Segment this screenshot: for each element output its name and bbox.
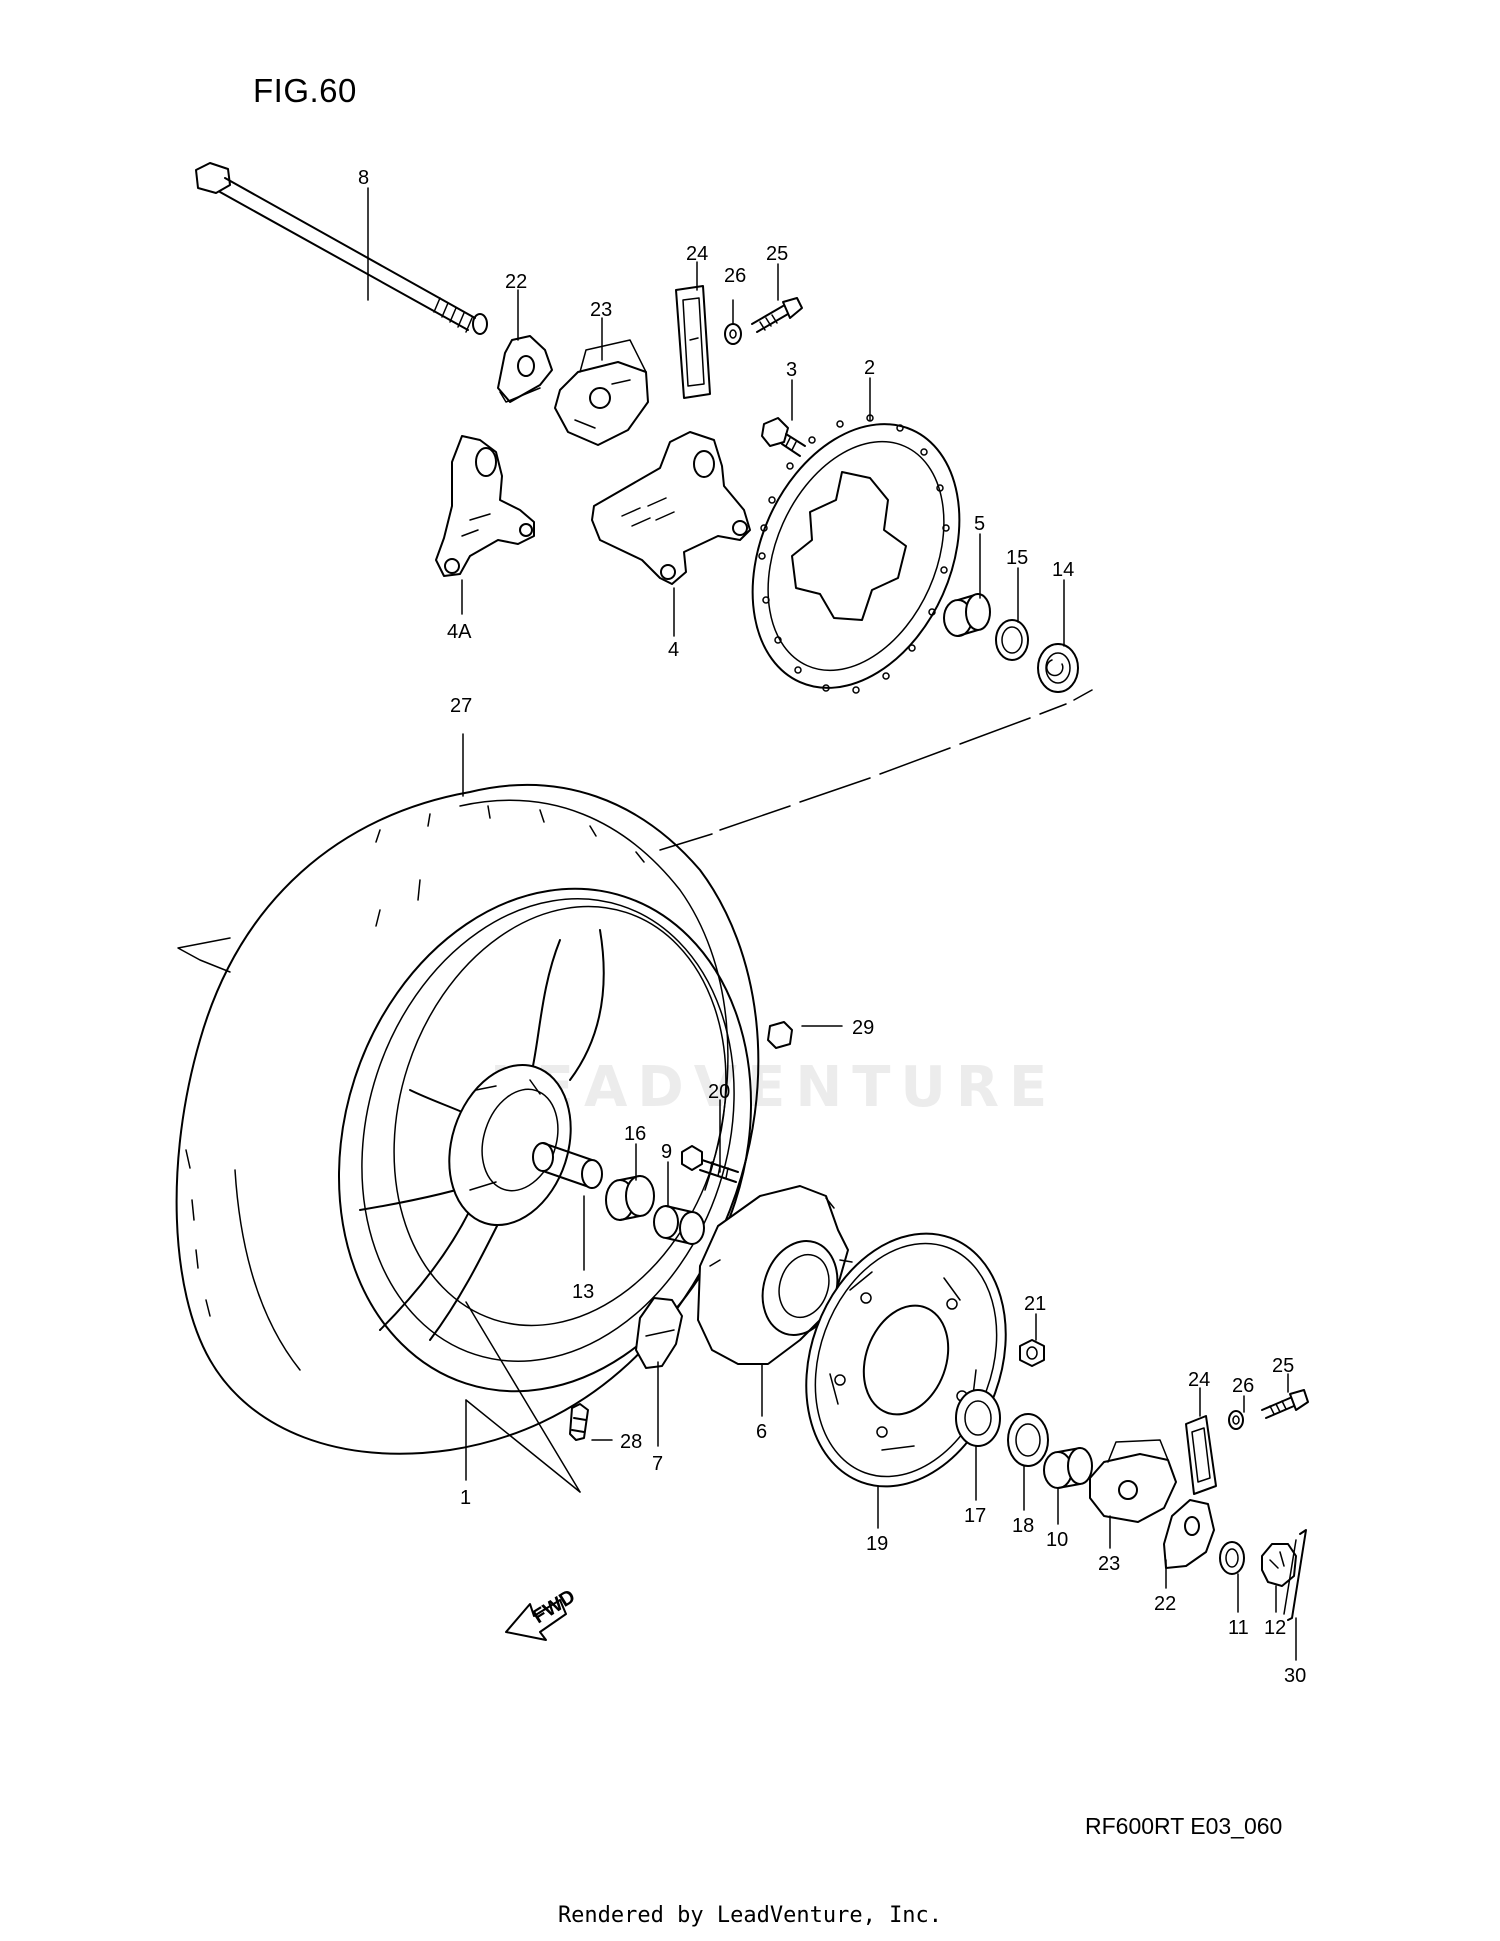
callout-9: 9 [661,1141,672,1163]
callout-20: 20 [708,1081,730,1103]
callout-26-top: 26 [724,265,746,287]
oil-seal-15[interactable] [995,619,1029,661]
caliper-bracket-4a[interactable] [435,435,535,577]
cush-damper-7[interactable] [635,1297,683,1369]
rear-tire[interactable] [175,783,760,1455]
callout-16: 16 [624,1123,646,1145]
figure-title: FIG.60 [253,72,357,109]
rear-wheel-rim[interactable] [276,835,815,1446]
bearing-16[interactable] [605,1175,655,1221]
oil-seal-18[interactable] [1007,1413,1049,1467]
callout-22-top: 22 [505,271,527,293]
diagram-code: RF600RT E03_060 [1085,1813,1283,1839]
chain-adjuster-bottom[interactable] [1089,1439,1177,1523]
tire-valve-28[interactable] [569,1403,589,1441]
sprocket-nut-21[interactable] [1019,1339,1045,1367]
axle-part[interactable] [195,162,488,335]
callout-24-bottom: 24 [1188,1369,1210,1391]
chain-adjuster-plate-bottom[interactable] [1163,1499,1215,1569]
forward-direction-arrow [505,1599,567,1641]
valve-cap-29[interactable] [767,1021,793,1049]
axle-spacer-13[interactable] [532,1142,603,1189]
callout-3: 3 [786,359,797,381]
washer-11[interactable] [1219,1541,1245,1575]
washer-bottom[interactable] [1228,1410,1244,1430]
callout-5: 5 [974,513,985,535]
callout-27: 27 [450,695,472,717]
callout-15: 15 [1006,547,1028,569]
cotter-pin-30[interactable] [1283,1529,1307,1621]
adjuster-cotter-top[interactable] [675,285,711,399]
callout-22-bottom: 22 [1154,1593,1176,1615]
callout-26-bottom: 26 [1232,1375,1254,1397]
watermark: LEADVENTURE [490,1055,1058,1120]
callout-24-top: 24 [686,243,708,265]
callout-25-bottom: 25 [1272,1355,1294,1377]
callout-17: 17 [964,1505,986,1527]
adjuster-cotter-bottom[interactable] [1185,1415,1217,1495]
alignment-line-left [177,937,231,973]
callout-23-bottom: 23 [1098,1553,1120,1575]
spacer-5[interactable] [943,593,991,637]
callout-4a: 4A [447,621,472,643]
callout-13: 13 [572,1281,594,1303]
callout-14: 14 [1052,559,1074,581]
callout-7: 7 [652,1453,663,1475]
callout-2: 2 [864,357,875,379]
callout-23-top: 23 [590,299,612,321]
spacer-10[interactable] [1043,1447,1093,1489]
callout-11: 11 [1228,1617,1249,1639]
bolt-bottom[interactable] [1261,1389,1309,1419]
chain-adjuster-top[interactable] [554,339,649,446]
rear-brake-disc[interactable] [713,391,999,720]
alignment-line-top [659,689,1093,851]
callout-25-top: 25 [766,243,788,265]
axle-nut-12[interactable] [1261,1543,1297,1587]
callout-28: 28 [620,1431,642,1453]
callout-18: 18 [1012,1515,1034,1537]
callout-8: 8 [358,167,369,189]
callout-10: 10 [1046,1529,1068,1551]
callout-6: 6 [756,1421,767,1443]
leader-lines [367,187,1297,1661]
callout-30: 30 [1284,1665,1306,1687]
callout-12: 12 [1264,1617,1286,1639]
bolt-top[interactable] [751,297,803,333]
callout-21: 21 [1024,1293,1046,1315]
caliper-bracket-4[interactable] [591,431,751,585]
spacer-9[interactable] [653,1205,705,1245]
chain-adjuster-plate-top[interactable] [497,335,553,403]
callout-1: 1 [460,1487,471,1509]
rendered-by-footer: Rendered by LeadVenture, Inc. [557,1903,943,1928]
disc-bolt[interactable] [761,417,806,457]
bearing-14[interactable] [1037,643,1079,693]
callout-29: 29 [852,1017,874,1039]
bearing-17[interactable] [955,1389,1001,1447]
callout-4: 4 [668,639,679,661]
washer-top[interactable] [724,323,742,345]
callout-19: 19 [866,1533,888,1555]
